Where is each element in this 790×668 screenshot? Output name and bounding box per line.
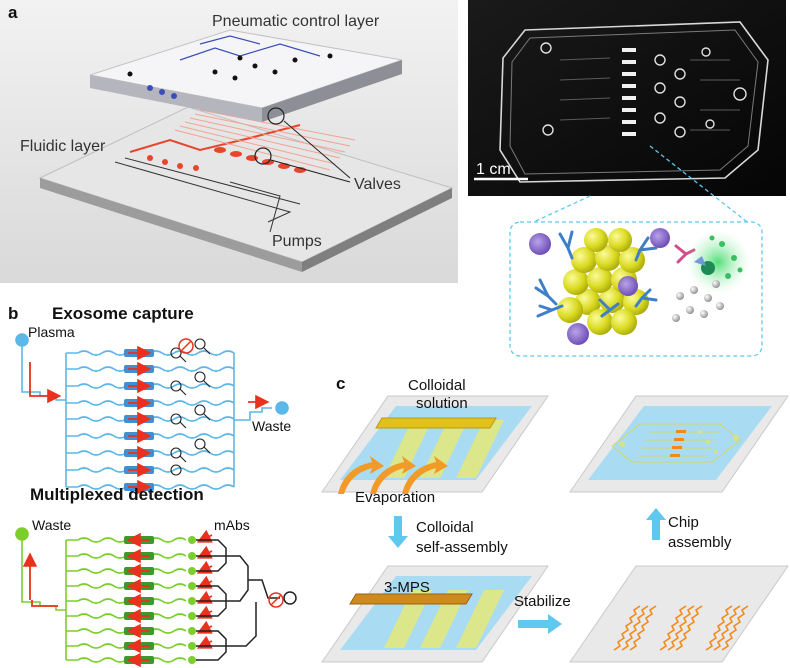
plasma-label: Plasma [28, 324, 75, 340]
evaporation-label: Evaporation [355, 489, 435, 506]
valves-label: Valves [354, 176, 401, 193]
mps-bar [349, 593, 473, 605]
colloidal-bar [375, 417, 497, 429]
fluidic-layer-label: Fluidic layer [20, 138, 106, 155]
pneumatic-layer-slab [89, 29, 403, 122]
chip-assembly-line1: Chip [668, 514, 699, 531]
capture-chip [15, 333, 289, 490]
valve-icon [170, 338, 211, 476]
substrate-spheres [672, 280, 724, 322]
self-assembly-line2: self-assembly [416, 539, 508, 556]
blocked-valve-icon [178, 338, 194, 354]
valve-icon [254, 147, 272, 165]
mps-label: 3-MPS [384, 579, 430, 596]
signal-glow [686, 230, 750, 294]
panel-b-letter: b [8, 304, 18, 323]
exosome-icon [529, 228, 670, 345]
chip-photo [468, 0, 786, 196]
self-assembly-line1: Colloidal [416, 519, 474, 536]
mabs-label: mAbs [214, 517, 250, 533]
stabilize-arrow [518, 614, 562, 634]
self-assembly-arrow [388, 516, 408, 548]
scale-bar-label: 1 cm [476, 161, 511, 178]
panel-c-letter: c [336, 374, 345, 393]
mabs-manifold [196, 539, 297, 661]
evaporation-arrows [338, 456, 448, 494]
waste-right-label: Waste [252, 418, 291, 434]
chip-assembly-line2: assembly [668, 534, 732, 551]
antibody-icon [534, 230, 696, 318]
fluidic-layer-slab [38, 106, 454, 272]
pneumatic-layer-label: Pneumatic control layer [212, 13, 380, 30]
stabilize-label: Stabilize [514, 593, 571, 610]
panel-a-letter: a [8, 3, 18, 22]
colloidal-solution-line2: solution [416, 395, 468, 412]
substrate-step3 [569, 565, 789, 663]
pumps-label: Pumps [272, 233, 322, 250]
detection-dots [188, 536, 196, 664]
substrate-step4 [569, 395, 789, 493]
panel-a-render [0, 0, 458, 283]
detection-title: Multiplexed detection [30, 485, 204, 504]
chip-assembly-arrow [646, 508, 666, 540]
capture-flow-arrows [29, 345, 270, 495]
colloidal-solution-line1: Colloidal [408, 377, 466, 394]
substrate-step2 [321, 565, 549, 663]
capture-title: Exosome capture [52, 304, 194, 323]
valve-icon [267, 107, 285, 125]
detection-flow-arrows [22, 529, 213, 668]
waste-left-label: Waste [32, 517, 71, 533]
detection-chip [15, 527, 187, 663]
blocked-valve-icon [268, 592, 284, 608]
